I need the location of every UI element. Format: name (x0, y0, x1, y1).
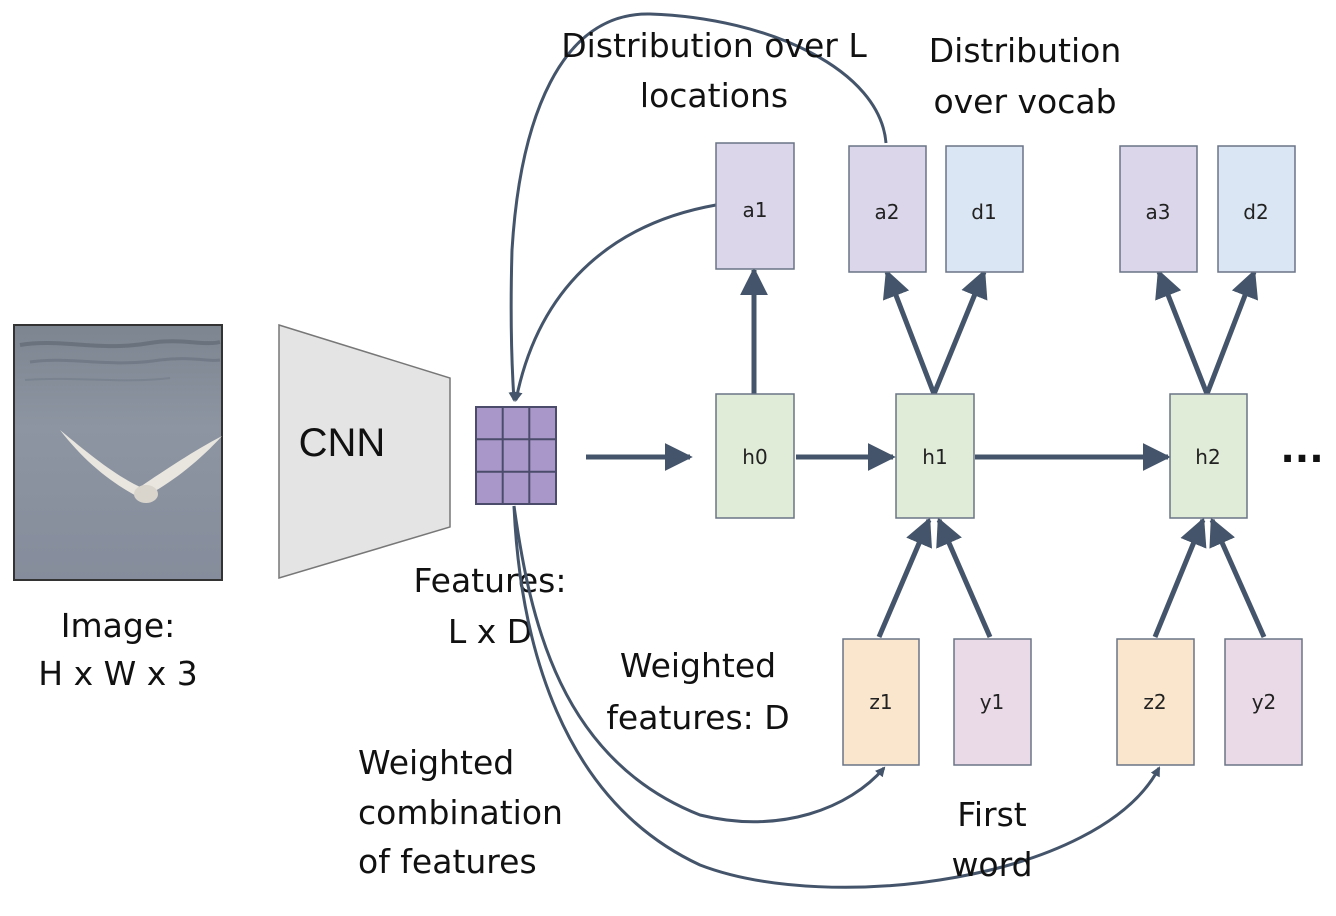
node-y2: y2 (1224, 638, 1303, 766)
arrow-z2-to-h2 (1152, 517, 1207, 638)
arrow-h2-to-a3 (1155, 269, 1210, 395)
first-word-line1: First (957, 795, 1027, 834)
arrow-h1-to-a2 (882, 269, 937, 395)
input-image (13, 324, 223, 581)
image-caption-line2: H x W x 3 (38, 654, 197, 693)
dist-locations-line2: locations (640, 76, 788, 115)
node-a1-label: a1 (743, 198, 768, 222)
features-caption-line2: L x D (448, 612, 532, 651)
node-h1-label: h1 (922, 445, 947, 469)
cnn-block (278, 323, 451, 580)
node-z2-label: z2 (1143, 690, 1166, 714)
weighted-combo-line3: of features (358, 842, 537, 881)
curve-a1-to-features (512, 203, 717, 402)
node-h1: h1 (895, 393, 975, 519)
node-y2-label: y2 (1252, 690, 1277, 714)
bird-icon (60, 430, 222, 503)
feature-grid (475, 406, 557, 505)
arrow-h2-to-d2 (1204, 269, 1259, 395)
curve-features-to-z2 (512, 505, 1161, 889)
node-h0: h0 (715, 393, 795, 519)
arrow-y2-to-h2 (1209, 517, 1267, 639)
arrow-y1-to-h1 (936, 517, 993, 638)
node-d2-label: d2 (1243, 200, 1268, 224)
curved-arrows (508, 12, 1161, 889)
arrow-h1-to-d1 (931, 269, 988, 395)
node-a3-label: a3 (1146, 200, 1171, 224)
arrow-z1-to-h1 (876, 517, 932, 638)
first-word-line2: word (951, 845, 1032, 884)
node-a2: a2 (848, 145, 927, 273)
cnn-label: CNN (299, 421, 386, 465)
node-h0-label: h0 (742, 445, 767, 469)
arrows (586, 267, 1267, 639)
curve-features-to-z1 (512, 505, 886, 824)
dist-locations-line1: Distribution over L (561, 26, 867, 65)
node-a3: a3 (1119, 145, 1198, 273)
weighted-combo-line2: combination (358, 793, 563, 832)
node-z1-label: z1 (869, 690, 892, 714)
weighted-features-line1: Weighted (620, 646, 776, 685)
node-a1: a1 (715, 142, 795, 270)
ellipsis: ... (1280, 427, 1323, 471)
node-z1: z1 (842, 638, 920, 766)
dist-vocab-line1: Distribution (929, 31, 1122, 70)
curve-a2-to-features (508, 12, 888, 402)
features-caption-line1: Features: (413, 561, 566, 600)
node-d2: d2 (1217, 145, 1296, 273)
node-d1-label: d1 (971, 200, 996, 224)
image-caption-line1: Image: (61, 606, 175, 645)
node-y1-label: y1 (980, 690, 1005, 714)
node-y1: y1 (953, 638, 1032, 766)
node-a2-label: a2 (875, 200, 900, 224)
dist-vocab-line2: over vocab (933, 82, 1116, 121)
node-h2: h2 (1169, 393, 1248, 519)
weighted-combo-line1: Weighted (358, 743, 514, 782)
weighted-features-line2: features: D (606, 698, 789, 737)
node-h2-label: h2 (1195, 445, 1220, 469)
node-d1: d1 (945, 145, 1024, 273)
node-z2: z2 (1116, 638, 1195, 766)
